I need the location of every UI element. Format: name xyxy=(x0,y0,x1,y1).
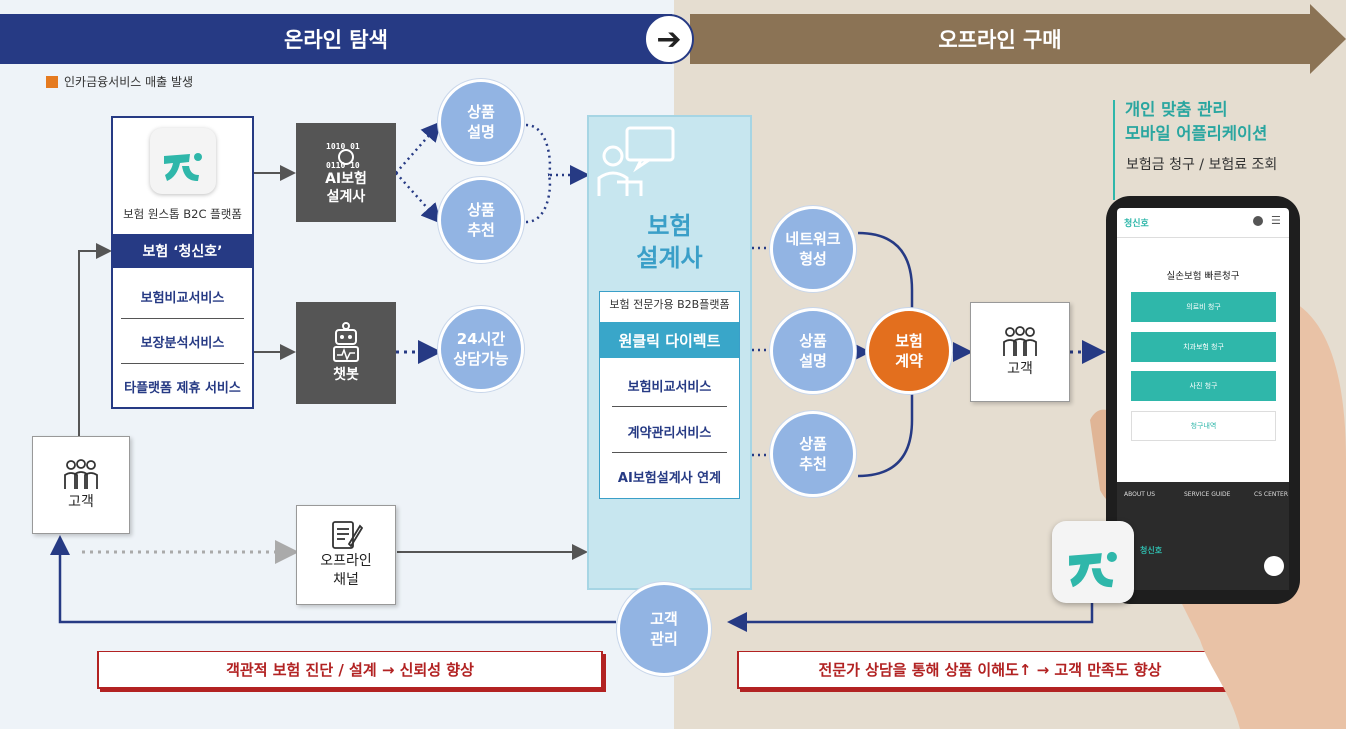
phone-profile-icon[interactable] xyxy=(1253,216,1263,226)
footer-col[interactable]: SERVICE GUIDE xyxy=(1184,491,1231,498)
divider xyxy=(121,318,244,319)
hamburger-menu-icon[interactable]: ☰ xyxy=(1271,214,1281,227)
app-subtitle: 보험금 청구 / 보험료 조회 xyxy=(1126,157,1278,173)
circle-text: 계약 xyxy=(895,352,923,370)
footer-col[interactable]: CS CENTER xyxy=(1254,491,1288,498)
people-icon xyxy=(64,458,98,489)
circle-text: 형성 xyxy=(799,250,827,268)
app-title-line: 개인 맞춤 관리 xyxy=(1125,100,1228,119)
phone-header-divider xyxy=(1117,237,1289,238)
arrow-right-icon: ➔ xyxy=(644,14,694,64)
offline-channel-label-2: 채널 xyxy=(333,572,359,588)
cheongsinho-logo-icon xyxy=(150,128,216,194)
platform-title: 보험 ‘청신호’ xyxy=(112,234,253,268)
phone-footer xyxy=(1117,482,1289,590)
b2b-item: AI보험설계사 연계 xyxy=(617,471,722,486)
b2b-item: 보험비교서비스 xyxy=(627,380,712,395)
platform-item: 타플랫폼 제휴 서비스 xyxy=(124,381,241,396)
app-title-line: 모바일 어플리케이션 xyxy=(1125,124,1268,143)
circle-text: 네트워크 xyxy=(785,230,841,248)
b2b-subtitle: 보험 전문가용 B2B플랫폼 xyxy=(609,298,730,311)
circle-text: 추천 xyxy=(467,221,495,239)
b2b-title: 원클릭 다이렉트 xyxy=(600,322,739,358)
circle-text: 설명 xyxy=(467,123,495,141)
callout-left: 객관적 보험 진단 / 설계 → 신뢰성 향상 xyxy=(97,651,603,689)
header-arrow-tip xyxy=(1310,4,1346,74)
circle-text: 보험 xyxy=(895,332,923,350)
legend: 인카금융서비스 매출 발생 xyxy=(46,73,193,90)
center-title-line: 보험 xyxy=(647,212,692,240)
circle-text: 상품 xyxy=(799,435,827,453)
svg-text:1010 01: 1010 01 xyxy=(326,142,360,151)
customer-box-left: 고객 xyxy=(32,436,130,534)
circle-text: 24시간 xyxy=(456,330,506,348)
circle-text: 상품 xyxy=(799,332,827,350)
footer-col[interactable]: ABOUT US xyxy=(1124,491,1156,498)
platform-subtitle: 보험 원스톱 B2C 플랫폼 xyxy=(123,207,242,221)
b2b-item: 계약관리서비스 xyxy=(627,426,712,441)
claim-history-button[interactable]: 청구내역 xyxy=(1131,411,1276,441)
ai-binary-icon: 1010 01 0110 10 xyxy=(326,142,360,170)
ai-planner-box: 1010 01 0110 10 AI보험 설계사 xyxy=(296,123,396,222)
circle-text: 설명 xyxy=(799,352,827,370)
chatbot-label: 챗봇 xyxy=(333,367,359,383)
consultant-icon xyxy=(597,126,675,196)
svg-text:0110 10: 0110 10 xyxy=(326,161,360,170)
app-title: 개인 맞춤 관리 모바일 어플리케이션 xyxy=(1125,98,1267,146)
circle-text: 관리 xyxy=(650,630,678,648)
callout-right: 전문가 상담을 통해 상품 이해도↑ → 고객 만족도 향상 xyxy=(737,651,1243,689)
ai-planner-label-1: AI보험 xyxy=(325,170,367,187)
center-title-line: 설계사 xyxy=(636,244,703,272)
platform-item: 보험비교서비스 xyxy=(140,291,225,306)
cheongsinho-app-logo-icon xyxy=(1052,521,1134,603)
customer-box-right: 고객 xyxy=(970,302,1070,402)
ai-planner-label-2: 설계사 xyxy=(326,188,366,205)
people-icon xyxy=(1003,325,1037,356)
circle-text: 고객 xyxy=(650,610,678,628)
offline-channel-label-1: 오프라인 xyxy=(320,553,372,569)
photo-claim-button[interactable]: 사진 청구 xyxy=(1131,371,1276,401)
online-header: 온라인 탐색 xyxy=(0,14,672,64)
app-accent-line xyxy=(1113,100,1115,200)
circle-text: 상담가능 xyxy=(453,350,509,368)
dental-claim-button[interactable]: 치과보험 청구 xyxy=(1131,332,1276,362)
offline-header: 오프라인 구매 xyxy=(690,14,1310,64)
footer-brand: 청신호 xyxy=(1140,546,1163,555)
circle-text: 상품 xyxy=(467,103,495,121)
divider xyxy=(121,363,244,364)
insurance-planner-title: 보험 설계사 xyxy=(587,210,752,274)
chatbot-box: 챗봇 xyxy=(296,302,396,404)
document-pen-icon xyxy=(332,521,363,549)
legend-label: 인카금융서비스 매출 발생 xyxy=(64,75,194,89)
phone-screen-title: 실손보험 빠른청구 xyxy=(1166,271,1240,282)
robot-icon xyxy=(333,322,359,362)
medical-claim-button[interactable]: 의료비 청구 xyxy=(1131,292,1276,322)
divider xyxy=(612,452,727,453)
circle-text: 추천 xyxy=(799,455,827,473)
chat-badge-icon[interactable] xyxy=(1264,556,1284,576)
offline-channel-box: 오프라인 채널 xyxy=(296,505,396,605)
phone-brand: 청신호 xyxy=(1124,219,1149,229)
circle-text: 상품 xyxy=(467,201,495,219)
legend-swatch xyxy=(46,75,58,88)
divider xyxy=(612,406,727,407)
customer-label-left: 고객 xyxy=(68,493,94,510)
customer-label-right: 고객 xyxy=(1007,360,1033,377)
platform-item: 보장분석서비스 xyxy=(140,336,225,351)
